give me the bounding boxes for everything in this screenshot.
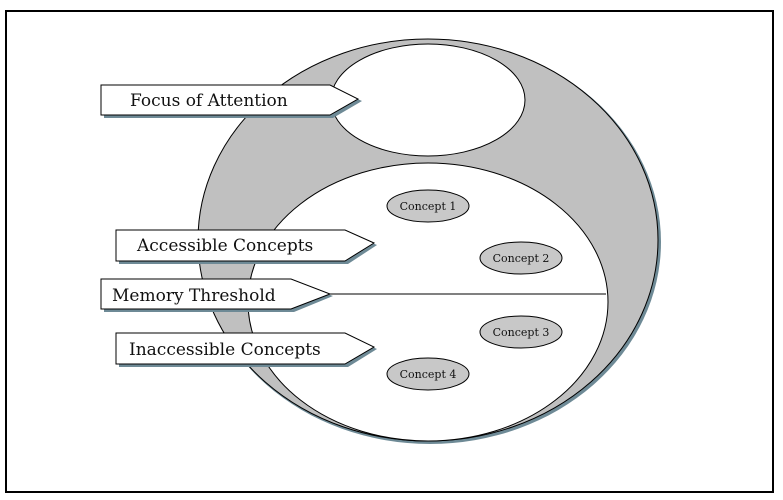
callout-accessible-concepts: Accessible Concepts (115, 229, 377, 264)
concept-ellipse (386, 189, 470, 223)
concept-1: Concept 1 (386, 189, 470, 223)
focus-of-attention-region (330, 43, 526, 157)
callout-label: Memory Threshold (112, 286, 276, 306)
callout-memory-threshold: Memory Threshold (100, 278, 333, 312)
concept-2: Concept 2 (479, 241, 563, 275)
concept-4: Concept 4 (386, 357, 470, 391)
concept-label: Concept 1 (400, 200, 457, 213)
concept-ellipse (386, 357, 470, 391)
callout-label: Inaccessible Concepts (129, 340, 321, 360)
concept-label: Concept 2 (493, 252, 550, 265)
callout-inaccessible-concepts: Inaccessible Concepts (115, 332, 377, 367)
callout-focus-of-attention: Focus of Attention (100, 84, 362, 118)
callout-arrow-shape (115, 332, 376, 365)
callout-label: Accessible Concepts (136, 236, 313, 256)
concept-label: Concept 4 (400, 368, 457, 381)
callout-arrow-shape (100, 278, 332, 310)
concept-3: Concept 3 (479, 315, 563, 349)
callout-arrow-shape (100, 84, 360, 116)
concept-ellipse (479, 241, 563, 275)
callout-arrow-shape (115, 229, 376, 262)
concept-label: Concept 3 (493, 326, 550, 339)
concept-ellipse (479, 315, 563, 349)
callout-label: Focus of Attention (130, 91, 288, 111)
